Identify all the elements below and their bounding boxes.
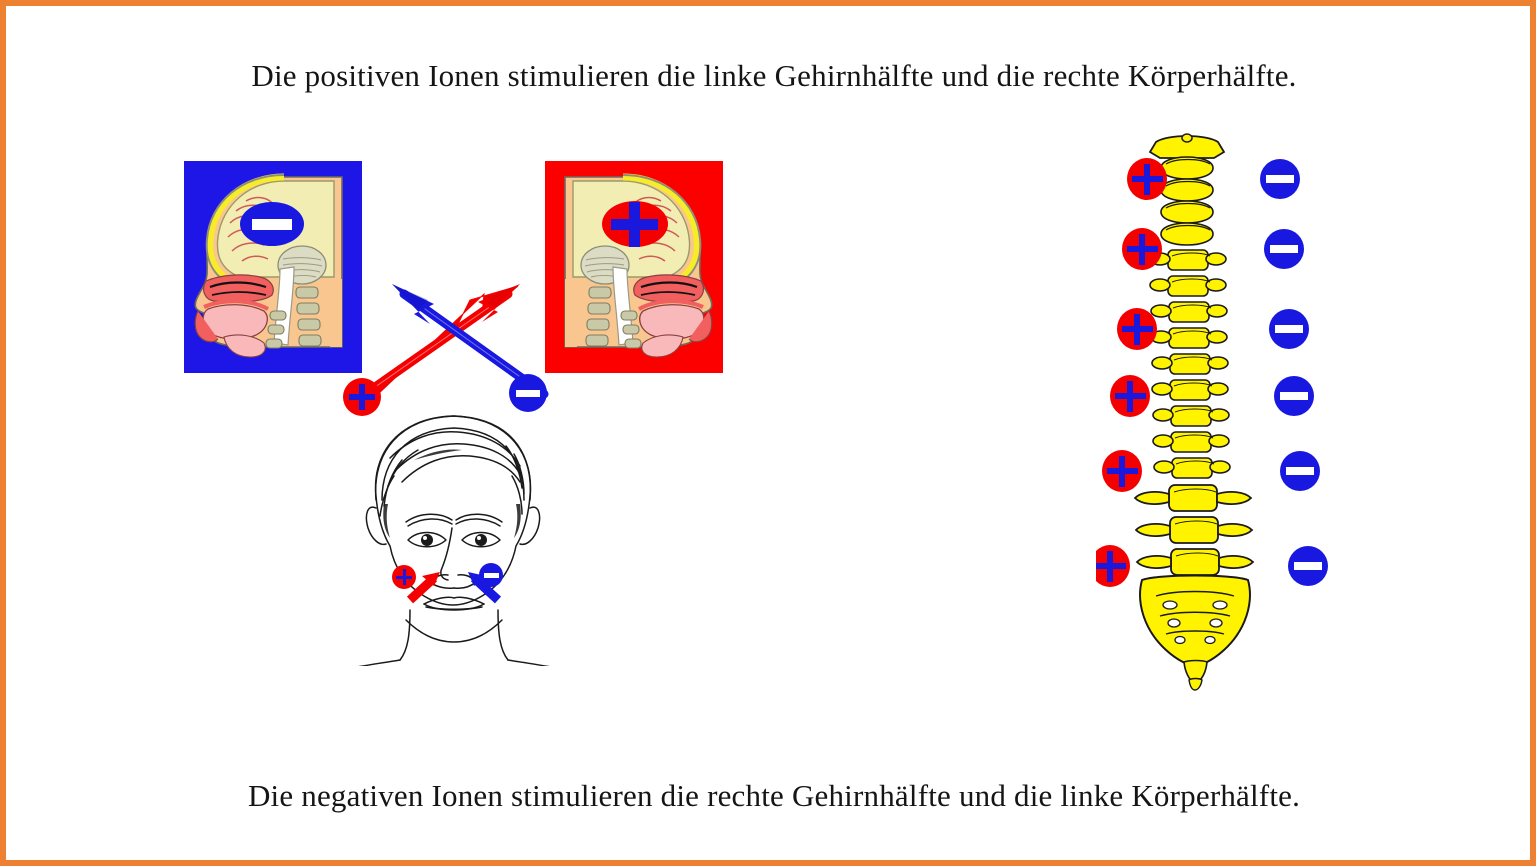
head-cross-section-negative-icon	[194, 173, 343, 358]
badge-arrow-negative	[509, 374, 547, 412]
face-line-drawing-svg	[319, 415, 589, 675]
badge-spine-positive	[1122, 228, 1162, 270]
head-panel-negative	[184, 161, 362, 373]
badge-face-positive	[392, 565, 416, 589]
cervical-segment	[1148, 133, 1226, 246]
sacrum-coccyx	[1139, 574, 1251, 691]
red-arrow-icon	[363, 284, 520, 397]
badge-spine-negative	[1260, 159, 1300, 199]
spine-illustration	[1090, 124, 1356, 694]
spine-positive-badges	[1090, 158, 1167, 587]
badge-spine-positive	[1090, 545, 1130, 587]
minus-glyph	[483, 573, 499, 578]
spine-svg	[1090, 133, 1328, 691]
head-panel-positive	[545, 161, 723, 373]
caption-top: Die positiven Ionen stimulieren die link…	[251, 58, 1297, 93]
badge-spine-positive	[1127, 158, 1167, 200]
lumbar-segment	[1134, 484, 1254, 576]
face-illustration	[306, 396, 601, 675]
badge-arrow-positive	[343, 378, 381, 416]
badge-spine-positive	[1102, 450, 1142, 492]
badge-spine-negative	[1269, 309, 1309, 349]
plus-glyph-horizontal	[349, 394, 375, 400]
spine-negative-badges	[1260, 159, 1328, 586]
minus-glyph	[516, 390, 540, 397]
caption-bottom: Die negativen Ionen stimulieren die rech…	[247, 778, 1301, 813]
head-cross-section-positive-icon	[564, 173, 713, 358]
thoracic-segment	[1149, 249, 1231, 479]
badge-face-negative	[479, 563, 503, 587]
minus-glyph	[252, 219, 292, 230]
plus-glyph-horizontal	[396, 575, 412, 579]
badge-spine-negative	[1264, 229, 1304, 269]
badge-spine-positive	[1110, 375, 1150, 417]
badge-spine-negative	[1288, 546, 1328, 586]
badge-spine-positive	[1117, 308, 1157, 350]
plus-glyph-horizontal	[611, 219, 658, 230]
nostril-arrow-red-icon	[406, 572, 440, 604]
badge-spine-negative	[1274, 376, 1314, 416]
badge-spine-negative	[1280, 451, 1320, 491]
